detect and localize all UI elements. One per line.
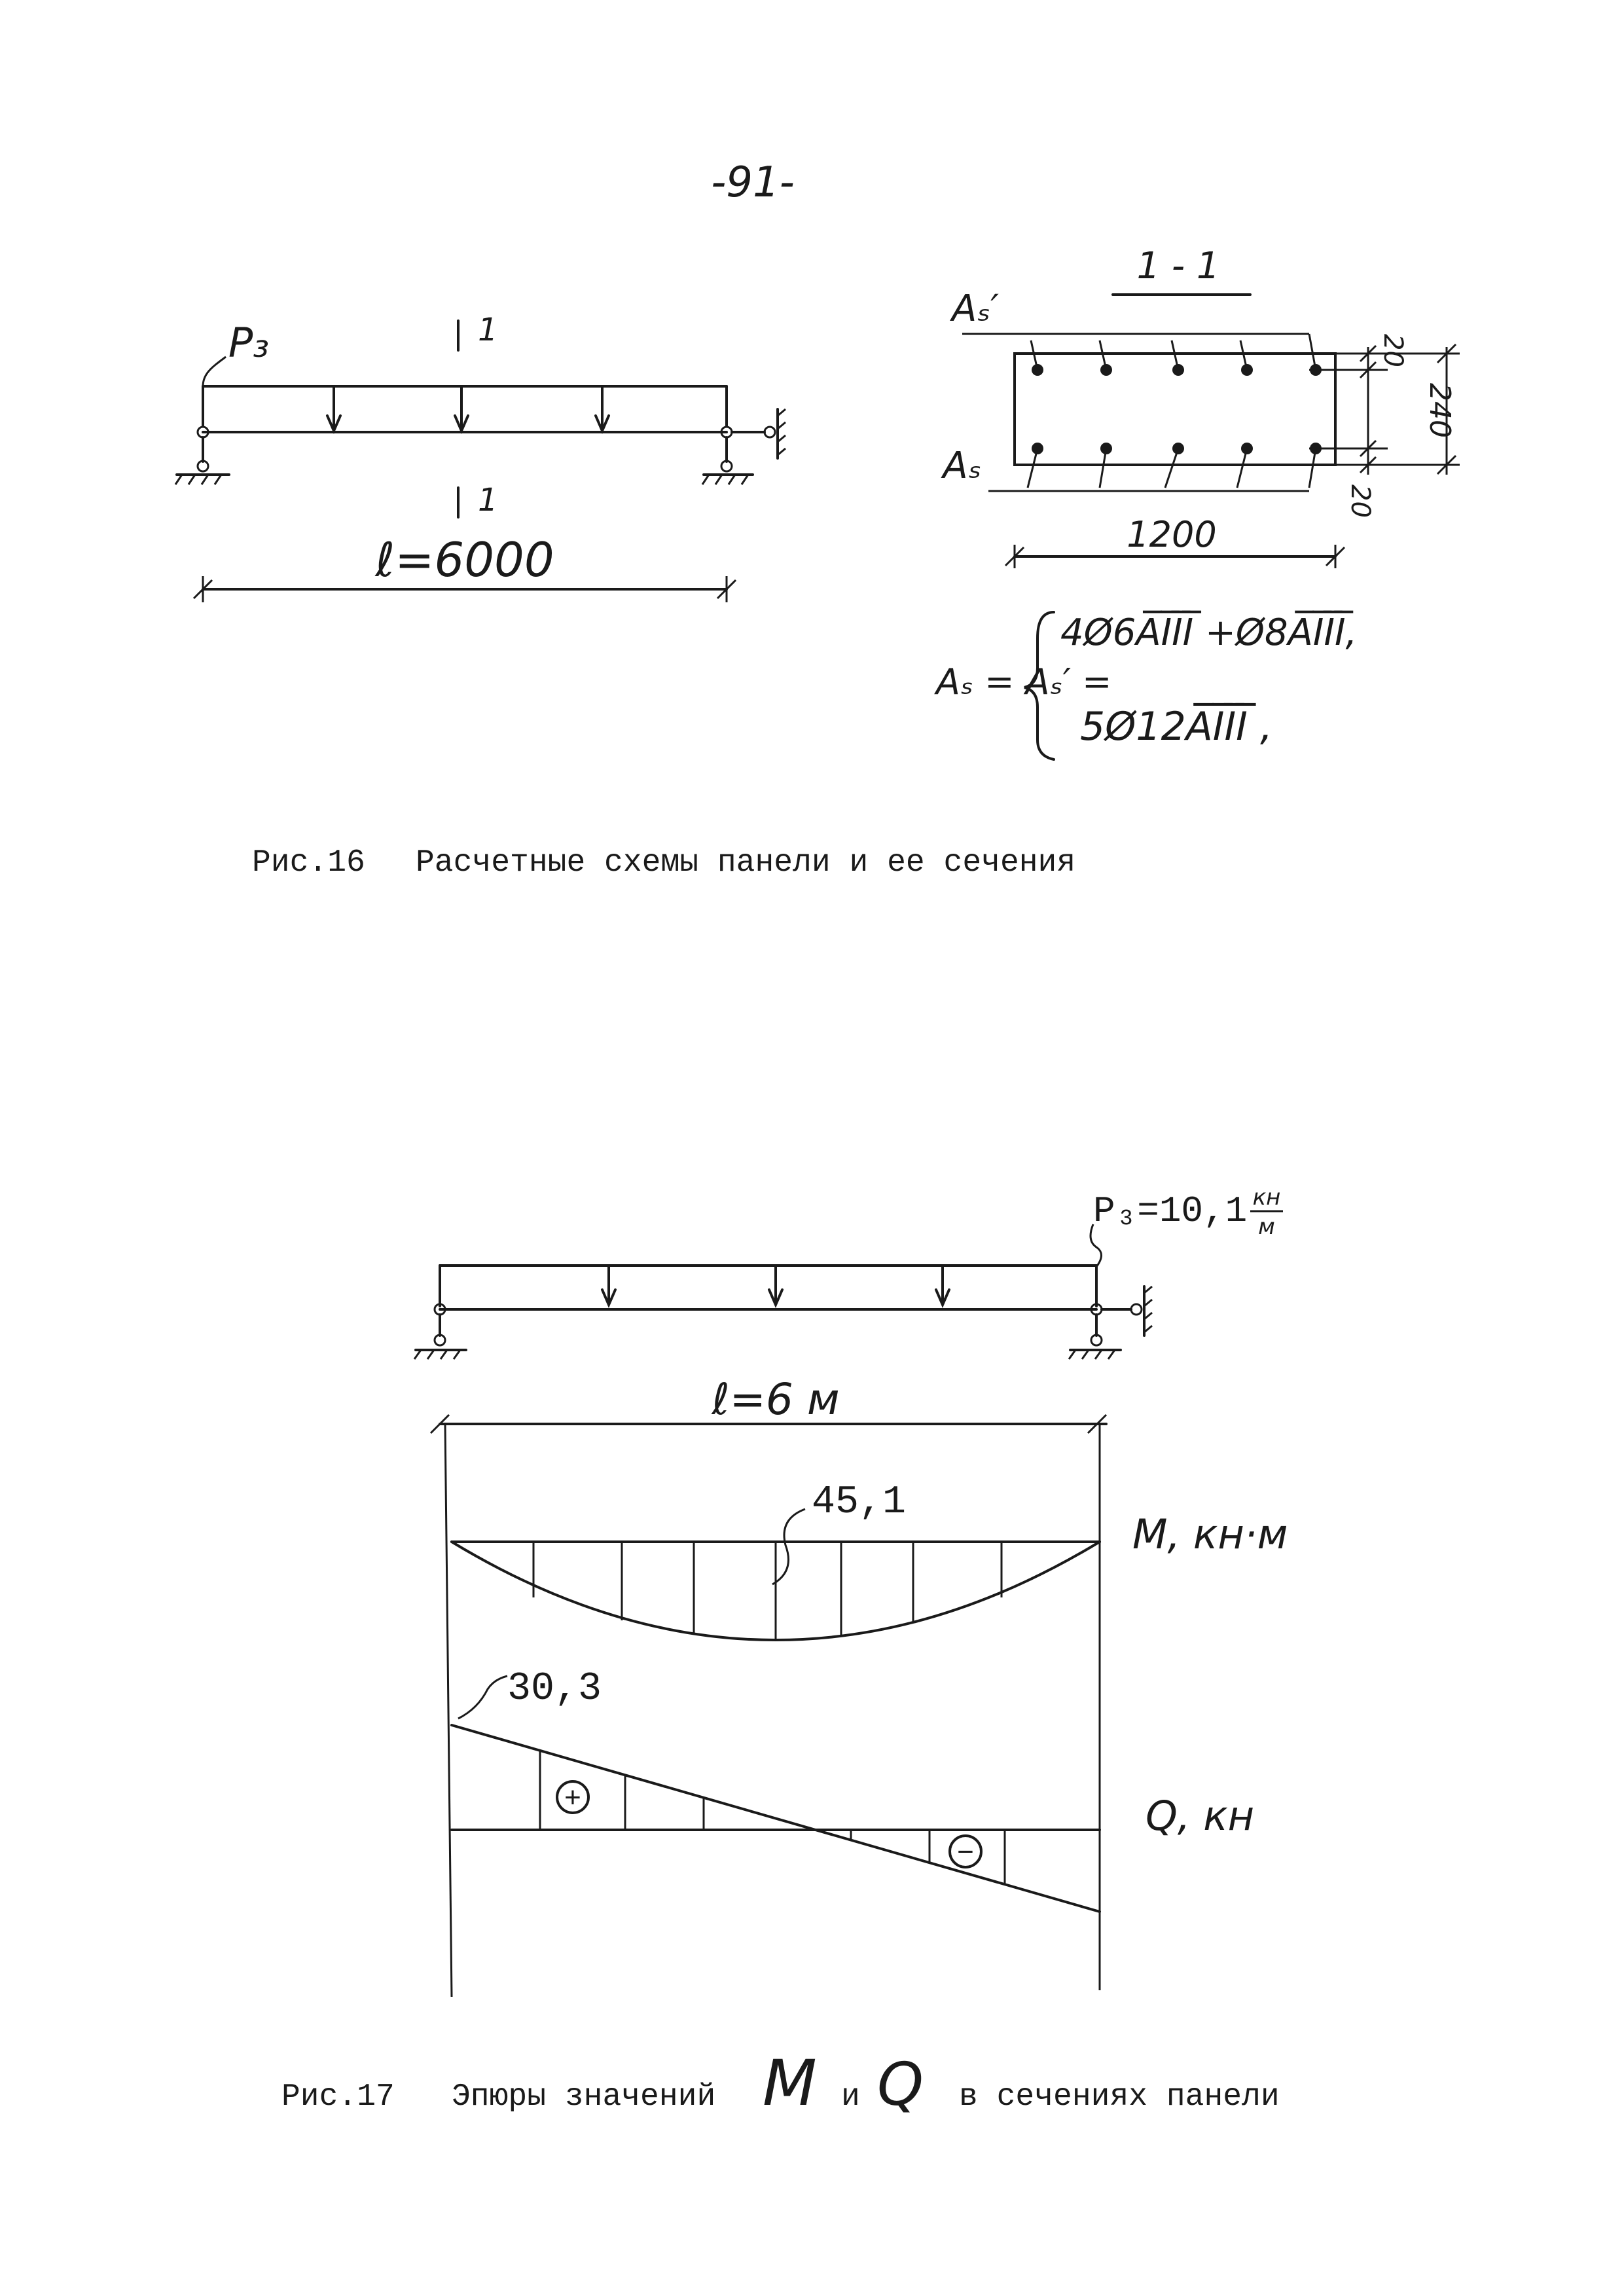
- moment-hatching: [532, 1542, 1003, 1639]
- shear-diagram: 30,3 + − Q, кн: [450, 1667, 1254, 1913]
- load-arrows: [326, 385, 610, 435]
- page-number: -91-: [711, 158, 795, 207]
- fig17-right-support: [1068, 1285, 1153, 1360]
- minus-sign-circle: [948, 1834, 983, 1868]
- section-width-dimension: 1200: [1004, 514, 1346, 568]
- shear-axis-label: Q, кн: [1146, 1792, 1254, 1840]
- shear-line: [450, 1724, 1101, 1913]
- fig17-load-unit-den: м: [1258, 1214, 1275, 1240]
- shear-max-label: 30,3: [507, 1667, 602, 1711]
- moment-max-label: 45,1: [812, 1480, 906, 1525]
- fig17-caption-number: Рис.17: [281, 2079, 395, 2115]
- fig17-beam-scheme: P₃=10,1 кн м: [413, 1184, 1283, 1997]
- bottom-rebars: [988, 443, 1322, 492]
- span-dimension: ℓ=6000: [192, 532, 737, 602]
- fig16-cross-section: 1 - 1: [934, 245, 1460, 761]
- section-mark-bottom: 1: [478, 482, 498, 519]
- reinf-lhs: Aₛ = Aₛ′ =: [934, 661, 1111, 702]
- top-rebars: [962, 333, 1322, 376]
- section-height-dimensions: 20 240 20: [1309, 334, 1460, 518]
- as-prime-label: Aₛ′: [950, 287, 999, 330]
- right-support: [701, 408, 786, 485]
- dim-20-top: 20: [1378, 334, 1408, 367]
- fig17-load-label: P₃=10,1: [1093, 1190, 1247, 1232]
- reinf-option-2: 5Ø12A̅I̅I̅I̅ ,: [1080, 702, 1272, 750]
- dim-20-bottom: 20: [1345, 484, 1375, 518]
- fig17-caption: Рис.17 Эпюры значений M и Q в сечениях п…: [281, 2047, 1280, 2120]
- section-mark-top: 1: [478, 312, 498, 348]
- fig17-load-unit-num: кн: [1253, 1184, 1281, 1211]
- fig16-caption-number: Рис.16: [252, 845, 365, 881]
- fig17-caption-and: и: [841, 2079, 860, 2115]
- moment-axis-label: M, кн·м: [1132, 1510, 1288, 1558]
- reinf-option-1: 4Ø6A̅I̅I̅I̅ +Ø8A̅I̅I̅I̅,: [1060, 611, 1357, 654]
- left-support: [174, 426, 230, 485]
- fig17-caption-M: M: [763, 2047, 817, 2120]
- fig17-left-support: [413, 1303, 467, 1360]
- moment-diagram: 45,1 M, кн·м: [450, 1480, 1288, 1641]
- moment-curve: [450, 1540, 1101, 1641]
- brace: [1024, 611, 1055, 761]
- fig17-caption-text-2: в сечениях панели: [959, 2079, 1280, 2115]
- section-title: 1 - 1: [1136, 245, 1219, 287]
- fig17-caption-text-1: Эпюры значений: [452, 2079, 715, 2115]
- dim-240: 240: [1423, 383, 1456, 438]
- reinforcement-formula: Aₛ = Aₛ′ = 4Ø6A̅I̅I̅I̅ +Ø8A̅I̅I̅I̅, 5Ø12…: [934, 611, 1357, 761]
- plus-sign: +: [564, 1783, 581, 1816]
- shear-hatching: [539, 1751, 1006, 1884]
- fig17-load-arrows: [601, 1264, 950, 1309]
- fig17-caption-Q: Q: [877, 2050, 924, 2119]
- fig17-span-dimension: ℓ=6 м: [429, 1374, 1108, 1434]
- plus-sign-circle: [556, 1780, 590, 1814]
- span-label: ℓ=6000: [374, 532, 554, 587]
- dim-1200: 1200: [1127, 514, 1216, 555]
- fig16-beam-scheme: P₃ 1 1 ℓ=6000: [174, 312, 786, 602]
- fig16-caption-text: Расчетные схемы панели и ее сечения: [416, 845, 1075, 881]
- load-label: P₃: [228, 319, 269, 367]
- fig17-span-label: ℓ=6 м: [711, 1374, 839, 1425]
- as-label: Aₛ: [941, 445, 981, 487]
- minus-sign: −: [957, 1838, 974, 1870]
